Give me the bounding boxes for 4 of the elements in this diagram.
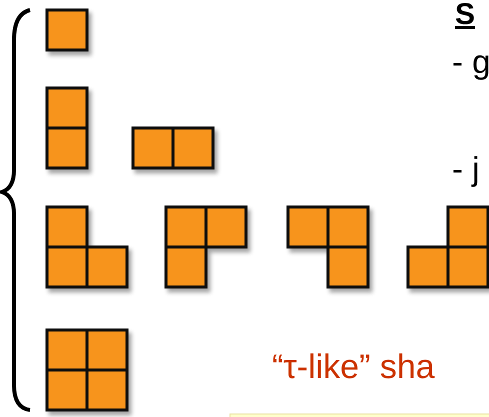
bullet-text: - j <box>452 152 480 185</box>
caption-text: “τ-like” sha <box>272 350 435 384</box>
bullet-text: - g <box>452 45 489 78</box>
heading: S <box>455 0 476 30</box>
